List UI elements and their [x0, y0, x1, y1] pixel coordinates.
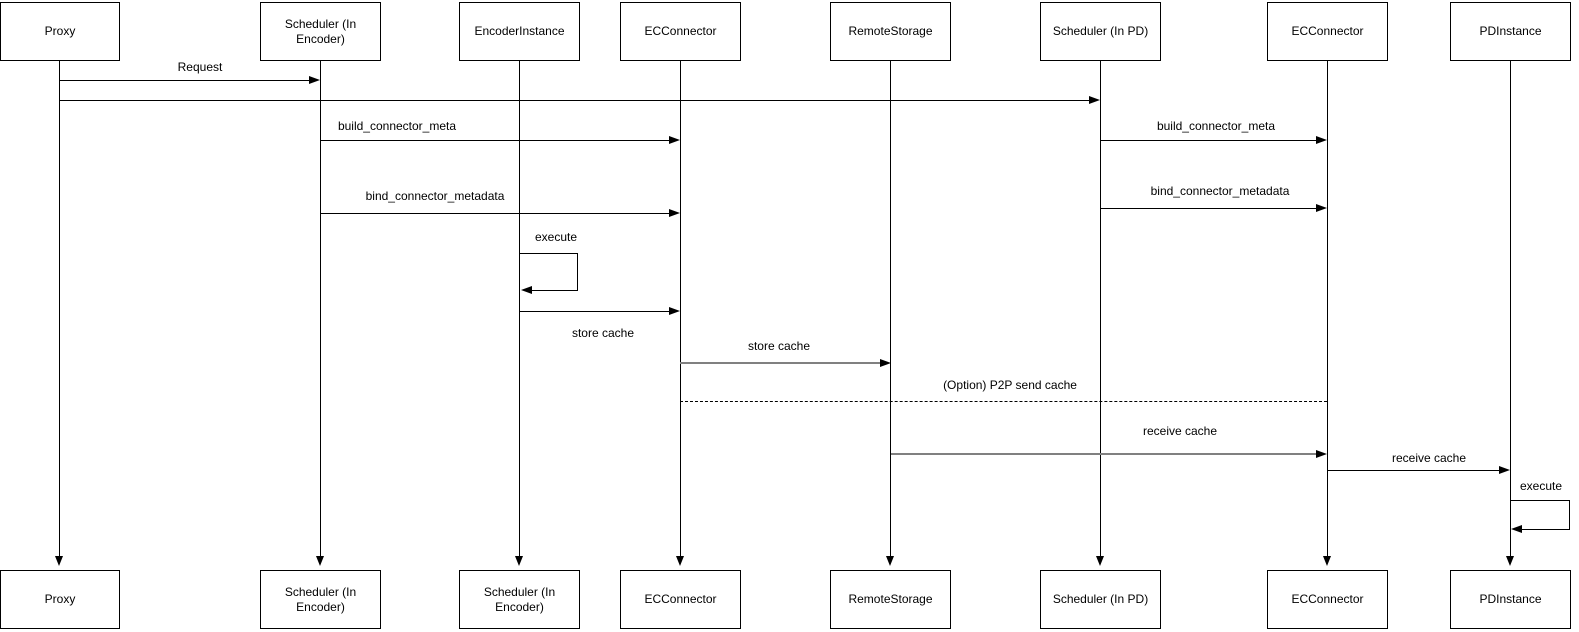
message-line-build-connector-meta-left — [320, 140, 670, 142]
message-label-receive-cache-1: receive cache — [1142, 424, 1218, 438]
lifeline-ecconnector-2 — [1327, 61, 1329, 556]
message-label-build-connector-meta-left: build_connector_meta — [337, 119, 457, 133]
actor-label: Scheduler (In PD) — [1052, 592, 1149, 606]
message-label-execute-encoder: execute — [534, 230, 578, 244]
lifeline-scheduler-encoder — [320, 61, 322, 556]
actor-bottom-scheduler-encoder-2: Scheduler (In Encoder) — [459, 570, 580, 629]
actor-label: ECConnector — [1291, 592, 1364, 606]
message-line-proxy-to-scheduler-pd — [60, 100, 1090, 102]
actor-bottom-scheduler-pd: Scheduler (In PD) — [1040, 570, 1161, 629]
message-line-bind-connector-metadata-left — [320, 213, 670, 215]
arrowhead-build-connector-meta-left — [669, 136, 680, 144]
actor-label: ECConnector — [644, 592, 717, 606]
actor-label: Scheduler (In Encoder) — [284, 584, 357, 614]
actor-top-proxy: Proxy — [0, 2, 120, 61]
actor-top-encoderinstance: EncoderInstance — [459, 2, 580, 61]
actor-bottom-ecconnector-2: ECConnector — [1267, 570, 1388, 629]
message-label-receive-cache-2: receive cache — [1391, 451, 1467, 465]
actor-label: Proxy — [44, 24, 76, 38]
actor-bottom-pdinstance: PDInstance — [1450, 570, 1571, 629]
message-line-bind-connector-metadata-right — [1100, 208, 1317, 210]
message-label-request: Request — [177, 60, 223, 74]
actor-top-ecconnector: ECConnector — [620, 2, 741, 61]
selfloop-side-encoder — [577, 253, 579, 291]
arrowhead-store-cache-2 — [880, 359, 891, 367]
arrowhead-receive-cache-2 — [1499, 466, 1510, 474]
message-label-store-cache-2: store cache — [747, 339, 811, 353]
arrowhead-bind-connector-metadata-right — [1316, 204, 1327, 212]
actor-bottom-scheduler-encoder: Scheduler (In Encoder) — [260, 570, 381, 629]
message-line-receive-cache-2 — [1327, 470, 1501, 472]
actor-bottom-remotestorage: RemoteStorage — [830, 570, 951, 629]
actor-label: Scheduler (In Encoder) — [483, 584, 556, 614]
lifeline-ecconnector — [680, 61, 682, 556]
arrowhead-execute-encoder — [521, 286, 532, 294]
lifeline-arrowhead — [316, 556, 324, 566]
lifeline-encoderinstance — [519, 61, 521, 556]
arrowhead-build-connector-meta-right — [1316, 136, 1327, 144]
lifeline-pdinstance — [1510, 61, 1512, 556]
actor-top-scheduler-encoder: Scheduler (In Encoder) — [260, 2, 381, 61]
lifeline-scheduler-pd — [1100, 61, 1102, 556]
message-label-build-connector-meta-right: build_connector_meta — [1156, 119, 1276, 133]
arrowhead-proxy-to-scheduler-pd — [1089, 96, 1100, 104]
selfloop-top-pd — [1510, 500, 1570, 502]
actor-label: Scheduler (In Encoder) — [284, 16, 357, 46]
actor-label: RemoteStorage — [848, 592, 933, 606]
lifeline-remotestorage — [890, 61, 892, 556]
message-label-bind-connector-metadata-left: bind_connector_metadata — [365, 189, 505, 203]
actor-label: ECConnector — [644, 24, 717, 38]
actor-label: RemoteStorage — [848, 24, 933, 38]
actor-top-scheduler-pd: Scheduler (In PD) — [1040, 2, 1161, 61]
selfloop-bottom-pd — [1514, 529, 1570, 531]
lifeline-arrowhead — [1506, 556, 1514, 566]
actor-label: PDInstance — [1479, 592, 1542, 606]
lifeline-arrowhead — [886, 556, 894, 566]
actor-bottom-ecconnector: ECConnector — [620, 570, 741, 629]
message-line-store-cache-1 — [520, 311, 670, 313]
selfloop-side-pd — [1569, 500, 1571, 530]
actor-bottom-proxy: Proxy — [0, 570, 120, 629]
arrowhead-store-cache-1 — [669, 307, 680, 315]
lifeline-arrowhead — [55, 556, 63, 566]
arrowhead-receive-cache-1 — [1316, 450, 1327, 458]
lifeline-proxy — [59, 61, 61, 556]
actor-label: EncoderInstance — [474, 24, 565, 38]
actor-top-ecconnector-2: ECConnector — [1267, 2, 1388, 61]
message-line-receive-cache-1 — [891, 453, 1317, 455]
arrowhead-bind-connector-metadata-left — [669, 209, 680, 217]
message-label-execute-pd: execute — [1519, 479, 1563, 493]
arrowhead-execute-pd — [1511, 525, 1522, 533]
lifeline-arrowhead — [515, 556, 523, 566]
actor-label: ECConnector — [1291, 24, 1364, 38]
actor-label: Scheduler (In PD) — [1052, 24, 1149, 38]
selfloop-bottom-encoder — [524, 290, 578, 292]
arrowhead-request — [309, 76, 320, 84]
message-label-p2p-send-cache: (Option) P2P send cache — [943, 378, 1077, 392]
selfloop-top-encoder — [520, 253, 578, 255]
actor-label: Proxy — [44, 592, 76, 606]
actor-top-pdinstance: PDInstance — [1450, 2, 1571, 61]
actor-top-remotestorage: RemoteStorage — [830, 2, 951, 61]
message-label-bind-connector-metadata-right: bind_connector_metadata — [1150, 184, 1290, 198]
message-label-store-cache-1: store cache — [571, 326, 635, 340]
message-line-build-connector-meta-right — [1100, 140, 1317, 142]
message-line-store-cache-2 — [680, 362, 881, 364]
lifeline-arrowhead — [1323, 556, 1331, 566]
message-line-request — [60, 80, 311, 82]
actor-label: PDInstance — [1479, 24, 1542, 38]
lifeline-arrowhead — [1096, 556, 1104, 566]
message-line-p2p-send-cache — [680, 401, 1327, 402]
lifeline-arrowhead — [676, 556, 684, 566]
